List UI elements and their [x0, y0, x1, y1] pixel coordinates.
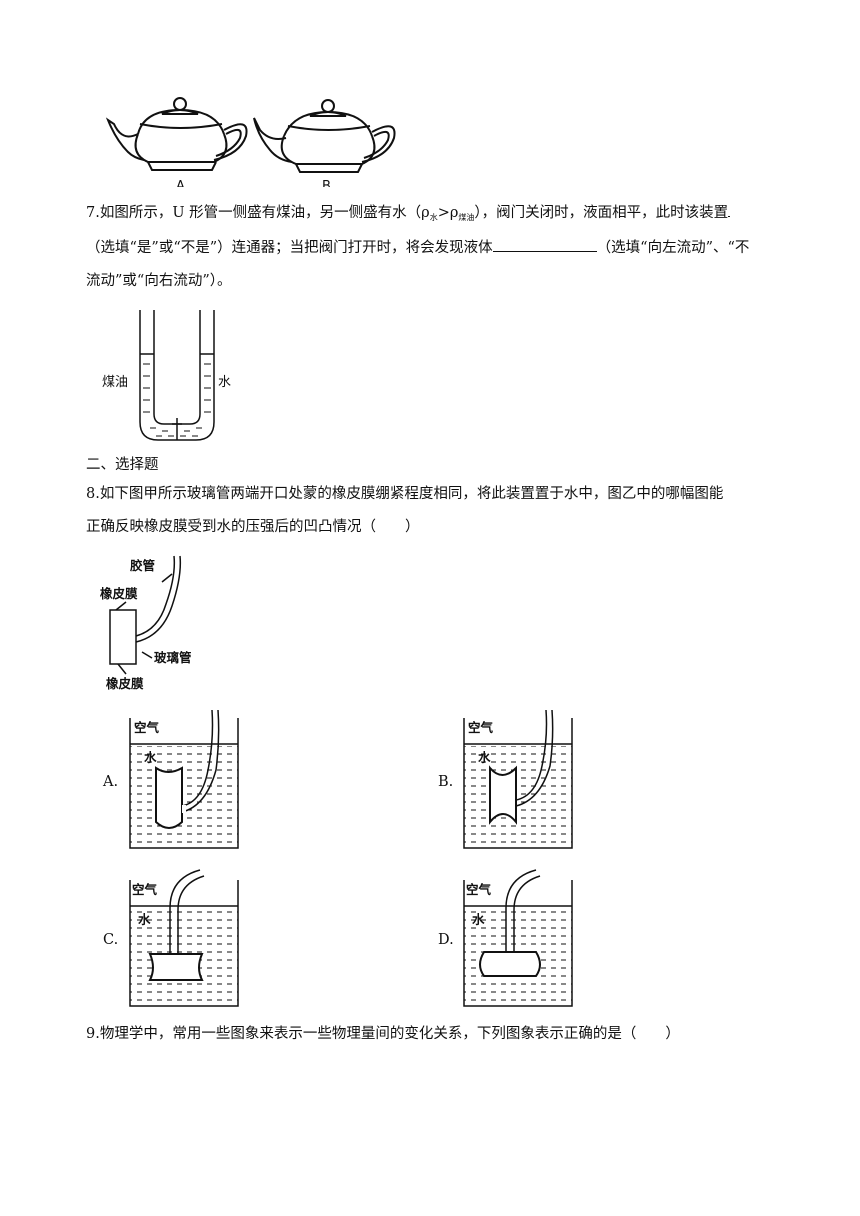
u-tube-figure: 煤油 水: [102, 310, 231, 441]
section-title: 二、选择题: [86, 457, 159, 473]
teapot-label-a: A: [176, 179, 185, 194]
valve: [172, 418, 182, 440]
q7-line2: （选填“是”或“不是”）连通器；当把阀门打开时，将会发现液体 （选填“向左流动”、…: [86, 237, 749, 258]
svg-text:水: 水: [472, 912, 485, 927]
rho-sub-oil: 煤油: [458, 213, 475, 222]
glass-tube-body: [109, 609, 137, 665]
rubber-hose-inner: [135, 555, 182, 643]
option-c-figure[interactable]: 空气 水: [126, 868, 242, 1008]
label-film-top: 橡皮膜: [100, 586, 138, 601]
rho-sub-water: 水: [429, 213, 438, 222]
q7-line2-pre: （选填“是”或“不是”）连通器；当把阀门打开时，将会发现液体: [86, 240, 493, 256]
option-a-letter[interactable]: A.: [103, 774, 119, 790]
svg-text:空气: 空气: [132, 882, 158, 897]
label-film-bottom: 橡皮膜: [106, 676, 144, 691]
teapot-label-b: B: [322, 179, 331, 194]
label-water: 水: [218, 375, 231, 390]
label-kerosene: 煤油: [102, 375, 128, 390]
u-tube-liquid-dashes: [143, 363, 211, 437]
q8-line1: 8.如下图甲所示玻璃管两端开口处蒙的橡皮膜绷紧程度相同，将此装置置于水中，图乙中…: [86, 486, 724, 502]
option-b-letter[interactable]: B.: [438, 774, 454, 790]
q7-line1-pre: 7.如图所示，U 形管一侧盛有煤油，另一侧盛有水（ρ: [86, 205, 430, 221]
rubber-hose-outer: [135, 555, 176, 637]
teapot-b: [253, 99, 396, 173]
q7-blank-1[interactable]: [728, 202, 731, 217]
svg-text:水: 水: [478, 750, 491, 765]
rho-gt: >ρ: [437, 205, 459, 221]
svg-text:空气: 空气: [134, 720, 160, 735]
q7-line1: 7.如图所示，U 形管一侧盛有煤油，另一侧盛有水（ρ水>ρ煤油），阀门关闭时，液…: [86, 202, 731, 228]
q7-line3: 流动”或“向右流动”）。: [86, 271, 232, 291]
option-c-letter[interactable]: C.: [103, 932, 119, 948]
option-b-figure[interactable]: 空气 水: [460, 709, 576, 850]
q7-line1-post: ），阀门关闭时，液面相平，此时该装置: [474, 205, 729, 221]
teapot-crop-mask: [90, 187, 410, 197]
q8-line2: 正确反映橡皮膜受到水的压强后的凹凸情况（ ）: [86, 519, 420, 535]
svg-text:水: 水: [144, 750, 157, 765]
label-hose: 胶管: [130, 558, 155, 573]
q7-line2-post: （选填“向左流动”、“不: [596, 240, 750, 256]
svg-text:水: 水: [138, 912, 151, 927]
label-glass-tube: 玻璃管: [154, 650, 192, 665]
svg-text:空气: 空气: [466, 882, 492, 897]
teapot-a: [105, 97, 248, 171]
teapot-figure: A B: [105, 97, 396, 194]
q7-blank-2[interactable]: [492, 237, 597, 252]
u-tube-inner: [153, 310, 201, 425]
option-d-figure[interactable]: 空气 水: [460, 868, 576, 1008]
option-a-figure[interactable]: 空气 水: [126, 709, 242, 850]
q9-line1: 9.物理学中，常用一些图象来表示一些物理量间的变化关系，下列图象表示正确的是（ …: [86, 1026, 680, 1042]
q7-line3-text: 流动”或“向右流动”）。: [86, 273, 232, 289]
figure-jia: 胶管 橡皮膜 玻璃管 橡皮膜: [100, 555, 192, 691]
option-d-letter[interactable]: D.: [438, 932, 454, 948]
svg-text:空气: 空气: [468, 720, 494, 735]
